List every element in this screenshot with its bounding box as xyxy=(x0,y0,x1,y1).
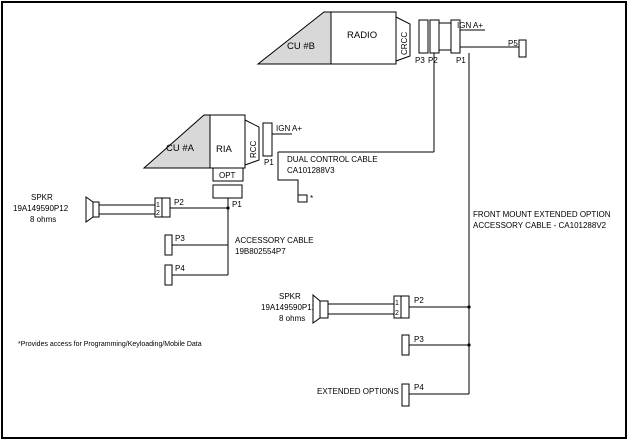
diagram-frame xyxy=(1,1,627,439)
p2-a-connector xyxy=(161,197,171,218)
opt-label: OPT xyxy=(219,171,236,180)
pin1-left: 1 xyxy=(156,202,160,209)
p1-a-connector xyxy=(262,122,273,157)
opt-box xyxy=(212,167,244,182)
crcc-label: CRCC xyxy=(400,32,409,55)
spkr-left-title: SPKR xyxy=(31,193,53,202)
p3-top-connector xyxy=(418,19,429,54)
spkr-right-title: SPKR xyxy=(279,292,301,301)
extended-options-label: EXTENDED OPTIONS xyxy=(317,387,399,396)
p3-r-connector xyxy=(401,334,410,356)
ign-a-label: IGN A+ xyxy=(276,124,302,133)
cu-a-label: CU #A xyxy=(166,143,195,154)
footnote: *Provides access for Programming/Keyload… xyxy=(18,341,202,348)
dual-cable-label: DUAL CONTROL CABLE xyxy=(287,155,378,164)
p4-a-connector xyxy=(164,264,173,286)
p4-r-connector xyxy=(401,383,410,407)
front-mount-label: FRONT MOUNT EXTENDED OPTION xyxy=(473,210,611,219)
p3-a-connector xyxy=(164,234,173,256)
ria-unit: RIA RCC xyxy=(209,114,260,169)
p1-top-label: P1 xyxy=(456,56,466,65)
accessory-cable-part: 19B802554P7 xyxy=(235,247,286,256)
p5-connector xyxy=(518,39,527,58)
data-port-connector xyxy=(297,194,308,203)
pin2-left: 2 xyxy=(156,210,160,217)
cu-a-unit: CU #A xyxy=(142,114,211,169)
dual-cable-part: CA101288V3 xyxy=(287,166,335,175)
spkr-right-part: 19A149590P12 xyxy=(261,303,317,312)
p2-r-label: P2 xyxy=(414,296,424,305)
rcc-label: RCC xyxy=(249,140,258,158)
p4-a-label: P4 xyxy=(175,264,185,273)
p1-opt-label: P1 xyxy=(232,200,242,209)
spkr-left-part: 19A149590P12 xyxy=(13,204,69,213)
p1-top-connector xyxy=(450,19,461,54)
cu-b-unit: CU #B xyxy=(256,11,332,65)
spkr-left-ohms: 8 ohms xyxy=(30,215,56,224)
speaker-left-icon xyxy=(85,196,94,223)
speaker-right-icon xyxy=(312,293,321,324)
p2-top-label: P2 xyxy=(428,56,438,65)
p3-a-label: P3 xyxy=(175,234,185,243)
radio-label: RADIO xyxy=(347,30,377,41)
p2-top-connector xyxy=(429,19,440,54)
spkr-right-ohms: 8 ohms xyxy=(279,314,305,323)
ria-label: RIA xyxy=(216,144,233,155)
p5-label: P5 xyxy=(508,39,518,48)
p3-top-label: P3 xyxy=(415,56,425,65)
p3-r-label: P3 xyxy=(414,335,424,344)
p1-a-label: P1 xyxy=(264,158,274,167)
p1-opt-connector xyxy=(212,184,243,199)
p4-r-label: P4 xyxy=(414,383,424,392)
radio-unit: RADIO CRCC xyxy=(330,11,411,65)
pin1-right: 1 xyxy=(395,300,399,307)
pin2-right: 2 xyxy=(395,310,399,317)
star-label: * xyxy=(310,194,313,203)
ign-top-label: IGN A+ xyxy=(457,21,483,30)
p2-r-connector xyxy=(400,295,410,319)
cu-b-label: CU #B xyxy=(287,41,315,52)
front-mount-part: ACCESSORY CABLE - CA101288V2 xyxy=(473,221,607,230)
accessory-cable-label: ACCESSORY CABLE xyxy=(235,236,313,245)
p2-a-label: P2 xyxy=(174,198,184,207)
